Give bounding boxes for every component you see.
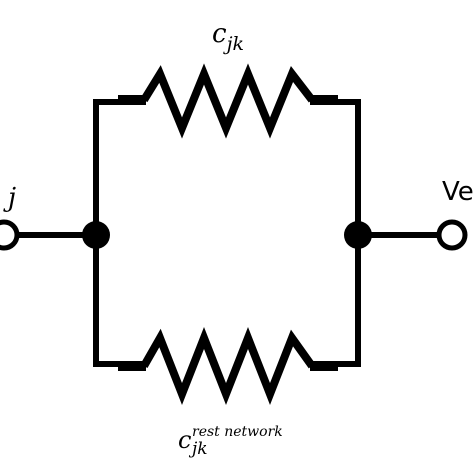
- top-resistor-label-sub: jk: [223, 33, 244, 55]
- bottom-resistor-label-sup: rest network: [192, 424, 283, 440]
- bottom-resistor-label-sub: jk: [188, 439, 208, 459]
- bottom-resistor-label-main: c: [178, 426, 191, 454]
- right-terminal: [436, 219, 468, 251]
- bottom-resistor: [140, 327, 316, 405]
- left-terminal: [0, 219, 20, 251]
- right-node-label: Ve: [442, 177, 474, 207]
- left-junction-node: [82, 221, 110, 249]
- top-resistor: [140, 63, 316, 139]
- right-junction-node: [344, 221, 372, 249]
- left-node-label: j: [3, 183, 16, 213]
- top-resistor-label-main: c: [212, 19, 227, 49]
- top-resistor-label: cjk: [212, 19, 244, 55]
